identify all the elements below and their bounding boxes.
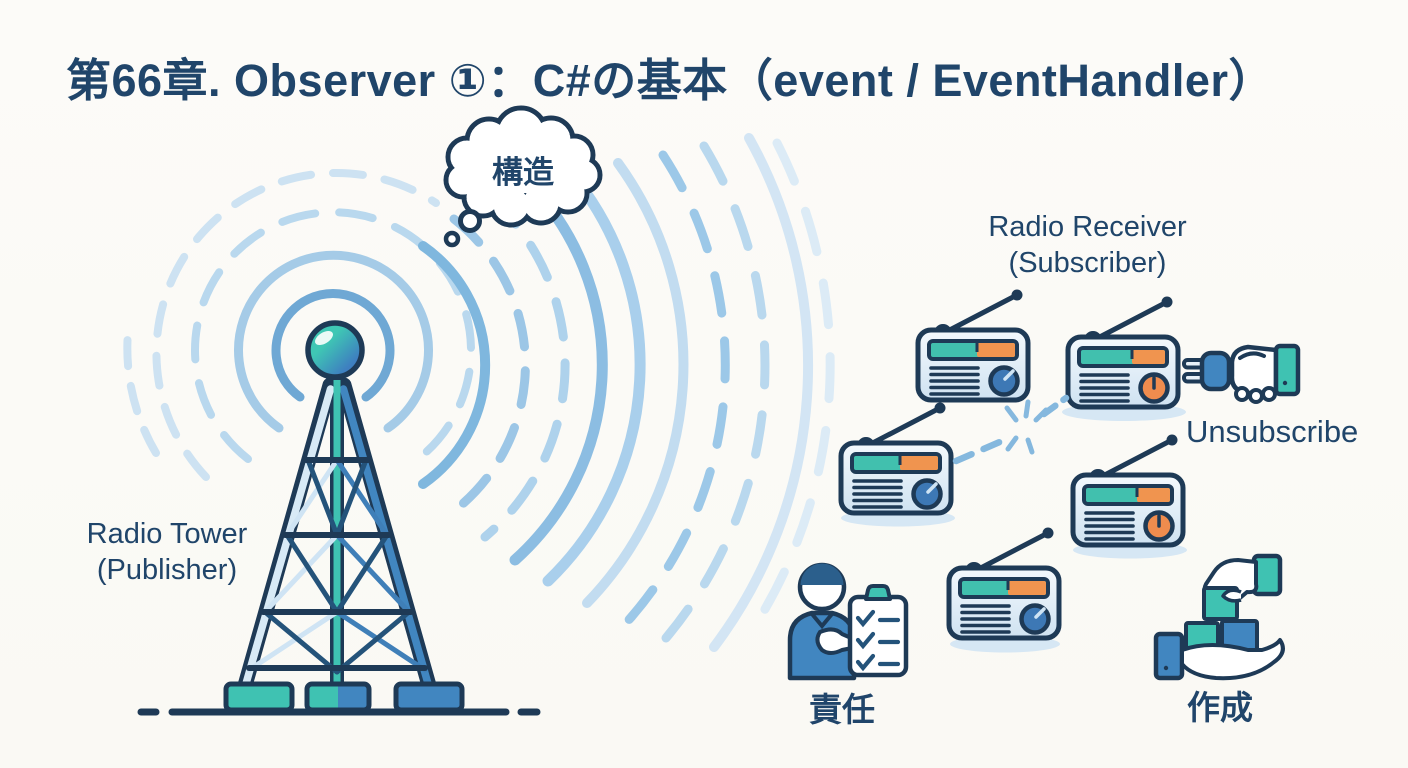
creation-label: 作成: [1187, 689, 1253, 726]
responsibility-label: 責任: [809, 691, 875, 728]
subscriber-name: Radio Receiver: [988, 211, 1187, 243]
radio-tower-icon: [223, 320, 465, 713]
page-title: 第66章. Observer ①：C#の基本（event / EventHand…: [66, 55, 1274, 106]
broken-connection-icon: [952, 394, 1070, 465]
unsubscribe-label: Unsubscribe: [1186, 414, 1359, 449]
subscriber-label: Radio Receiver (Subscriber): [960, 209, 1215, 281]
radio-receiver-icon: [949, 528, 1059, 639]
thought-bubble-label: 構造: [492, 155, 554, 190]
radio-waves-icon: [123, 133, 835, 652]
publisher-label: Radio Tower (Publisher): [62, 516, 272, 588]
publisher-role: (Publisher): [96, 554, 238, 586]
person-checklist-icon: [787, 562, 909, 681]
hand-building-blocks-icon: [1153, 553, 1285, 681]
unplug-hand-icon: [1182, 343, 1301, 404]
radio-receiver-icon: [1068, 297, 1178, 408]
subscriber-role: (Subscriber): [1008, 247, 1167, 279]
plug-icon: [1199, 350, 1232, 392]
radio-receiver-icon: [841, 403, 951, 514]
radio-receiver-icon: [1073, 435, 1183, 546]
publisher-name: Radio Tower: [86, 518, 248, 550]
radio-receiver-icon: [918, 290, 1028, 401]
thought-bubble-icon: [443, 105, 603, 248]
tower-beacon-ball: [305, 320, 365, 380]
